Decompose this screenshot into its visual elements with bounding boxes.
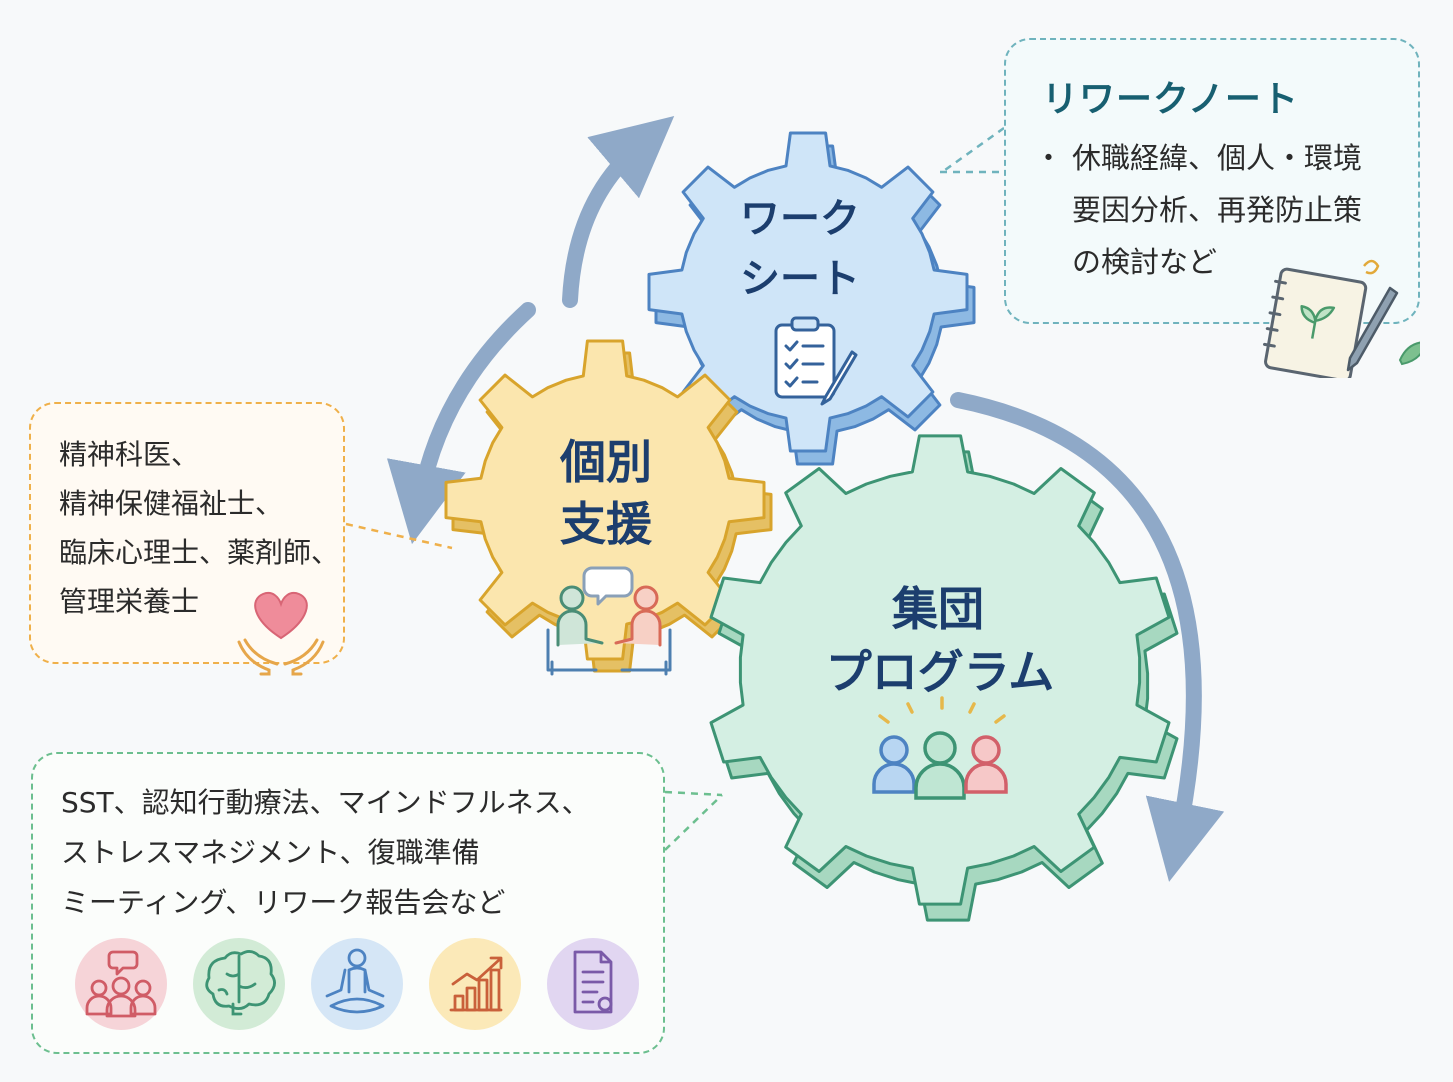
team-icon	[872, 696, 1008, 800]
gear-worksheet	[647, 131, 976, 466]
caring-hands-heart-icon	[237, 592, 325, 676]
program-line: ミーティング、リワーク報告会など	[61, 886, 506, 919]
cycle-arrow-to-group	[950, 392, 1225, 882]
gear-group	[709, 434, 1179, 922]
staff-line: 臨床心理士、薬剤師、	[59, 536, 340, 569]
staff-line: 精神科医、	[59, 438, 200, 471]
staff-line: 管理栄養士	[59, 585, 200, 618]
program-connector	[664, 790, 723, 797]
staff-connector	[345, 522, 453, 550]
rework-note-line-text: 休職経緯、個人・環境	[1072, 141, 1363, 175]
counseling-icon	[546, 566, 672, 676]
program-icons	[75, 938, 639, 1030]
program-line: SST、認知行動療法、マインドフルネス、	[61, 786, 590, 819]
gear-individual	[444, 339, 773, 673]
rework-note-line: 要因分析、再発防止策	[1072, 193, 1363, 227]
staff-line: 精神保健福祉士、	[59, 487, 284, 520]
brain-icon	[193, 938, 285, 1030]
rework-note-callout: リワークノート ・休職経緯、個人・環境 要因分析、再発防止策 の検討など	[1004, 38, 1420, 378]
meditation-icon	[311, 938, 403, 1030]
program-connector-2	[664, 794, 723, 851]
cycle-arrow-to-individual	[386, 302, 536, 545]
note-connector	[944, 126, 1005, 172]
worksheet-label-line1: ワーク	[740, 196, 860, 242]
cycle-arrow-to-worksheet	[562, 116, 675, 308]
staff-list: 精神科医、 精神保健福祉士、 臨床心理士、薬剤師、 管理栄養士	[59, 430, 339, 626]
worksheet-label-line2: シート	[740, 256, 860, 302]
rework-note-line: の検討など	[1072, 245, 1218, 279]
notebook-icon	[1262, 259, 1420, 378]
report-document-icon	[547, 938, 639, 1030]
program-list: SST、認知行動療法、マインドフルネス、 ストレスマネジメント、復職準備 ミーテ…	[61, 778, 590, 928]
individual-label-line2: 支援	[560, 497, 653, 551]
rework-note-body: ・休職経緯、個人・環境 要因分析、再発防止策 の検討など	[1034, 132, 1404, 288]
individual-label-line1: 個別	[559, 435, 652, 489]
rework-note-line: ・休職経緯、個人・環境	[1034, 132, 1404, 184]
growth-chart-icon	[429, 938, 521, 1030]
group-talk-icon	[75, 938, 167, 1030]
rework-note-title: リワークノート	[1042, 79, 1299, 120]
group-label-line2: プログラム	[826, 645, 1055, 699]
program-callout: SST、認知行動療法、マインドフルネス、 ストレスマネジメント、復職準備 ミーテ…	[31, 752, 665, 1054]
program-line: ストレスマネジメント、復職準備	[61, 836, 480, 869]
bullet: ・	[1034, 141, 1064, 175]
staff-callout: 精神科医、 精神保健福祉士、 臨床心理士、薬剤師、 管理栄養士	[29, 402, 345, 676]
clipboard-icon	[774, 316, 858, 406]
group-label-line1: 集団	[891, 582, 984, 636]
